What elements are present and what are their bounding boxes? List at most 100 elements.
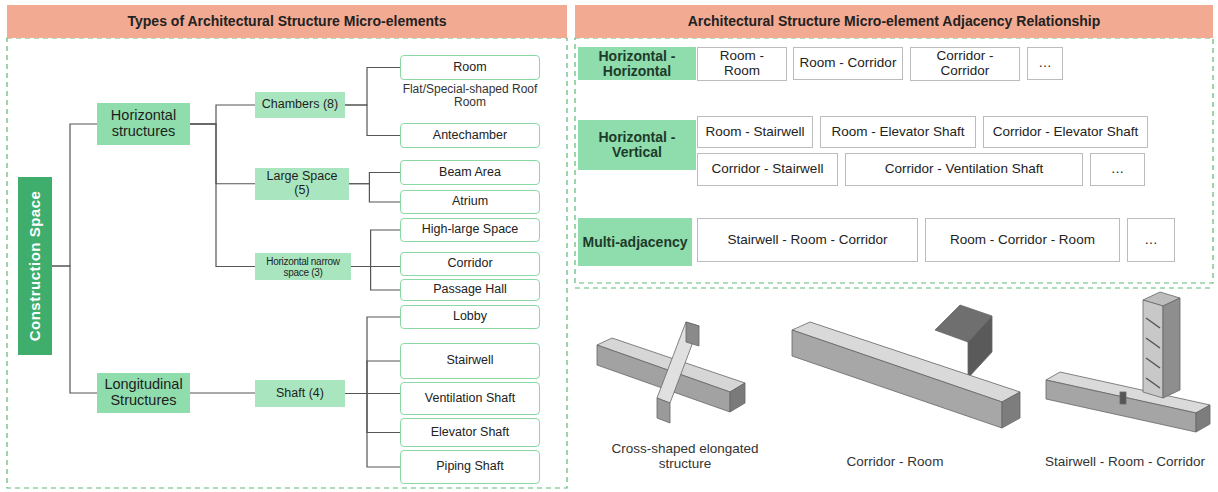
relation-box: … [1090,153,1145,186]
node-text: Piping Shaft [436,460,503,474]
category-box: Horizontal structures [97,103,190,145]
node-text: Chambers (8) [262,98,338,112]
element-box: Corridor [400,252,540,276]
node-text: Horizontal structures [101,108,186,140]
element-box: Antechamber [400,123,540,148]
node-text: … [1038,56,1052,71]
node-text: … [1111,162,1125,177]
element-box: Elevator Shaft [400,418,540,447]
node-text: Ventilation Shaft [425,392,515,406]
tree-connector [351,230,400,267]
relation-type-label: Multi-adjacency [578,218,692,266]
tree-connector [351,267,400,291]
tree-connector [345,394,400,433]
tree-connector [345,317,400,394]
figure-caption: Corridor - Room [820,455,970,470]
node-text: Horizontal narrow space (3) [257,256,349,278]
subcategory-box: Large Space (5) [255,168,349,200]
node-text: Room - Elevator Shaft [832,125,965,140]
node-text: Atrium [452,195,488,209]
node-text: Passage Hall [433,283,507,297]
element-box: Atrium [400,190,540,214]
right-panel-border [575,38,1213,283]
element-box: Beam Area [400,160,540,185]
node-text: Corridor - Corridor [915,49,1015,79]
node-text: Stairwell [446,354,493,368]
panel-header: Types of Architectural Structure Micro-e… [7,5,567,38]
relation-box: Room - Elevator Shaft [820,116,976,148]
relation-box: Corridor - Corridor [910,47,1020,81]
node-text: Horizontal - Vertical [581,130,693,159]
element-box: Lobby [400,305,540,329]
panel-border [7,38,1213,488]
relation-type-label: Horizontal - Vertical [578,120,696,170]
node-text: Architectural Structure Micro-element Ad… [688,14,1101,29]
node-text: Antechamber [433,129,507,143]
relation-box: Room - Corridor [793,47,903,80]
element-box: High-large Space [400,218,540,242]
tree-connector [345,394,400,468]
node-text: Corridor - Elevator Shaft [993,125,1139,140]
node-text: Room - Room [702,49,782,79]
node-text: Large Space (5) [258,170,346,198]
element-box: Room [400,55,540,80]
element-box: Stairwell [400,343,540,379]
door [1120,392,1126,404]
tree-connector [349,173,400,184]
relation-box: … [1127,218,1175,262]
node-text: Room - Stairwell [705,125,804,140]
tree-connector [345,361,400,394]
node-text: Room [453,61,486,75]
relation-box: Corridor - Elevator Shaft [983,116,1148,148]
relation-box: Corridor - Stairwell [697,153,838,186]
cross-structure-illustration [597,322,745,423]
subcategory-box: Shaft (4) [255,380,345,407]
node-text: Elevator Shaft [431,426,510,440]
subcategory-box: Horizontal narrow space (3) [255,253,351,280]
element-box: Passage Hall [400,279,540,301]
stair-flights [1146,318,1160,388]
relation-type-label: Horizontal - Horizontal [578,47,696,80]
figure-caption: Stairwell - Room - Corridor [1035,455,1215,470]
relation-box: … [1027,47,1063,80]
category-box: Longitudinal Structures [97,373,190,413]
tree-connector [190,392,255,393]
root-box: Construction Space [18,177,52,355]
subcategory-box: Chambers (8) [255,92,345,118]
relation-box: Room - Corridor - Room [925,218,1120,262]
left-panel-border [7,38,567,488]
figure-caption: Cross-shaped elongated structure [610,442,760,472]
tree-connector [345,105,400,136]
node-text: Corridor - Ventilation Shaft [885,162,1043,177]
tree-connector [190,124,255,267]
node-text: Horizontal - Horizontal [581,49,693,78]
stairwell-illustration [1046,292,1210,432]
node-text: Construction Space [27,191,44,342]
node-text: Longitudinal Structures [101,377,186,409]
node-text: Shaft (4) [276,387,324,401]
node-text: Corridor - Stairwell [712,162,824,177]
node-text: Multi-adjacency [582,235,687,250]
element-note: Flat/Special-shaped Roof Room [400,83,540,109]
node-text: Stairwell - Room - Corridor [728,233,888,248]
tree-connector [52,266,97,393]
corridor-room-illustration [792,305,1020,492]
panel-header: Architectural Structure Micro-element Ad… [575,5,1213,38]
node-text: Lobby [453,310,487,324]
tree-connector [190,124,255,184]
divider-line [575,287,1213,288]
node-text: Room - Corridor - Room [950,233,1095,248]
tree-connector [349,184,400,202]
node-text: Corridor [447,257,492,271]
tree-connector [190,105,255,124]
element-box: Ventilation Shaft [400,382,540,415]
relation-box: Room - Stairwell [697,116,813,148]
node-text: Beam Area [439,166,501,180]
tree-connector [52,124,97,266]
relation-box: Room - Room [697,47,787,81]
relation-box: Stairwell - Room - Corridor [697,218,918,262]
node-text: Room - Corridor [800,56,897,71]
node-text: Types of Architectural Structure Micro-e… [128,14,447,29]
node-text: … [1144,233,1158,248]
